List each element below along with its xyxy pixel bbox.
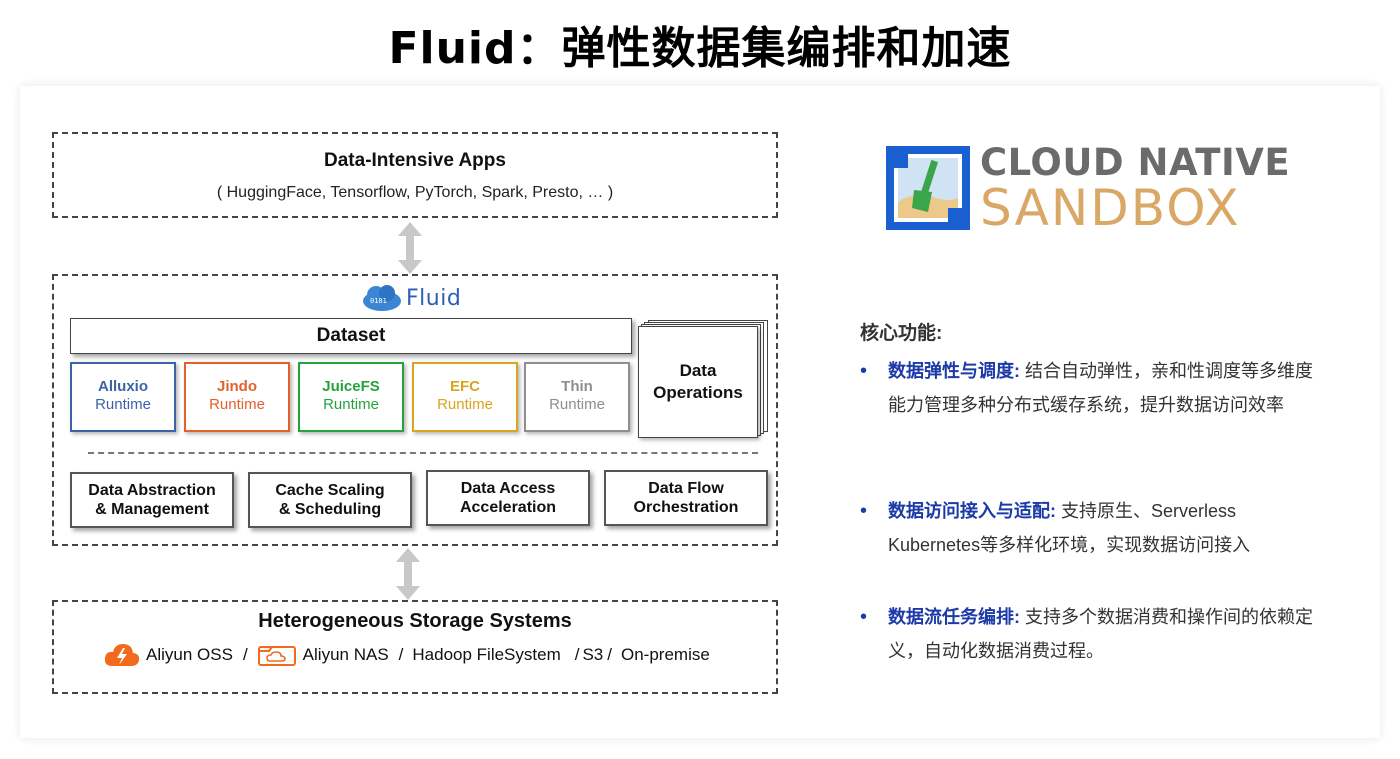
storage-item-oss: Aliyun OSS <box>146 645 233 664</box>
feature-line: & Management <box>95 501 209 518</box>
core-features-heading: 核心功能: <box>860 323 943 344</box>
runtime-efc: EFC Runtime <box>412 362 518 432</box>
feature-line: Data Abstraction <box>88 482 216 499</box>
runtime-label: Runtime <box>95 396 151 413</box>
fluid-cloud-icon: 0101 <box>363 285 401 311</box>
feature-cache-scaling: Cache Scaling & Scheduling <box>248 472 412 528</box>
feature-line: Data Access <box>460 480 556 497</box>
storage-item-hadoop: Hadoop FileSystem <box>412 645 561 664</box>
runtime-juicefs: JuiceFS Runtime <box>298 362 404 432</box>
bullet-dot-icon: • <box>860 606 868 628</box>
storage-separator: / <box>242 645 248 664</box>
feature-line: & Scheduling <box>278 501 382 518</box>
runtime-name: Alluxio <box>97 378 148 395</box>
bullet-text: 支持多个数据消费和操作间的依赖定义，自动化数据消费过程。 <box>888 607 1313 661</box>
runtime-label: Runtime <box>209 396 265 413</box>
logo-line1: CLOUD NATIVE <box>980 141 1291 184</box>
runtime-name: JuiceFS <box>322 378 380 395</box>
runtime-name: Jindo <box>217 378 257 395</box>
aliyun-oss-cloud-icon <box>104 644 140 666</box>
runtime-alluxio: Alluxio Runtime <box>70 362 176 432</box>
feature-data-abstraction: Data Abstraction & Management <box>70 472 234 528</box>
content-card: Data-Intensive Apps ( HuggingFace, Tenso… <box>20 86 1380 738</box>
storage-separator: / <box>607 645 612 664</box>
fluid-box: 0101 Fluid Dataset Alluxio Runtime Jindo… <box>52 274 778 546</box>
feature-bullet: • 数据弹性与调度: 结合自动弹性，亲和性调度等多维度能力管理多种分布式缓存系统… <box>860 354 1330 422</box>
runtime-thin: Thin Runtime <box>524 362 630 432</box>
logo-line2: SANDBOX <box>980 179 1241 237</box>
runtime-label: Runtime <box>437 396 493 413</box>
bullet-head: 数据流任务编排: <box>888 607 1020 627</box>
runtime-name: EFC <box>450 378 480 395</box>
feature-line: Cache Scaling <box>275 482 385 499</box>
data-operations-stack: Data Operations <box>638 320 768 438</box>
bullet-head: 数据访问接入与适配: <box>888 501 1056 521</box>
runtime-label: Runtime <box>549 396 605 413</box>
apps-subtitle: ( HuggingFace, Tensorflow, PyTorch, Spar… <box>216 184 614 201</box>
feature-bullet: • 数据流任务编排: 支持多个数据消费和操作间的依赖定义，自动化数据消费过程。 <box>860 600 1330 668</box>
storage-item-nas: Aliyun NAS <box>302 645 389 664</box>
storage-box: Heterogeneous Storage Systems Aliyun OSS… <box>52 600 778 694</box>
storage-item-onpremise: On-premise <box>621 645 710 664</box>
apps-title: Data-Intensive Apps <box>324 150 506 171</box>
storage-title: Heterogeneous Storage Systems <box>258 610 572 632</box>
aliyun-nas-icon <box>257 646 296 666</box>
ops-line1: Data <box>679 361 717 380</box>
bullet-head: 数据弹性与调度: <box>888 361 1020 381</box>
dataset-bar: Dataset <box>70 318 632 354</box>
cloud-native-sandbox-logo: CLOUD NATIVE SANDBOX <box>886 143 1290 233</box>
apps-box: Data-Intensive Apps ( HuggingFace, Tenso… <box>52 132 778 218</box>
double-arrow-top-icon <box>398 222 422 274</box>
feature-line: Orchestration <box>633 499 739 516</box>
storage-separator: / <box>398 645 404 664</box>
feature-bullet: • 数据访问接入与适配: 支持原生、Serverless Kubernetes等… <box>860 494 1330 562</box>
fluid-logo: 0101 Fluid <box>362 284 461 312</box>
runtime-name: Thin <box>561 378 593 395</box>
ops-line2: Operations <box>653 383 743 402</box>
feature-line: Acceleration <box>459 499 557 516</box>
runtime-jindo: Jindo Runtime <box>184 362 290 432</box>
data-operations-box: Data Operations <box>638 326 758 438</box>
storage-separator: / <box>574 645 580 664</box>
bullet-dot-icon: • <box>860 500 868 522</box>
sandbox-logo-icon <box>886 146 970 230</box>
feature-line: Data Flow <box>648 480 724 497</box>
bullet-text: 结合自动弹性，亲和性调度等多维度能力管理多种分布式缓存系统，提升数据访问效率 <box>888 361 1313 415</box>
storage-list: Aliyun OSS / Aliyun NAS / Hadoop FileSys… <box>104 642 710 668</box>
separator-line <box>88 452 758 454</box>
runtime-label: Runtime <box>323 396 379 413</box>
svg-text:0101: 0101 <box>370 297 387 305</box>
core-features-panel: 核心功能: • 数据弹性与调度: 结合自动弹性，亲和性调度等多维度能力管理多种分… <box>860 318 1330 661</box>
storage-item-s3: S3 <box>582 645 604 664</box>
double-arrow-bottom-icon <box>396 548 420 600</box>
bullet-dot-icon: • <box>860 360 868 382</box>
bullet-text: 支持原生、Serverless Kubernetes等多样化环境，实现数据访问接… <box>888 501 1251 555</box>
fluid-logo-text: Fluid <box>406 285 462 311</box>
page-title: Fluid：弹性数据集编排和加速 <box>388 23 1012 74</box>
